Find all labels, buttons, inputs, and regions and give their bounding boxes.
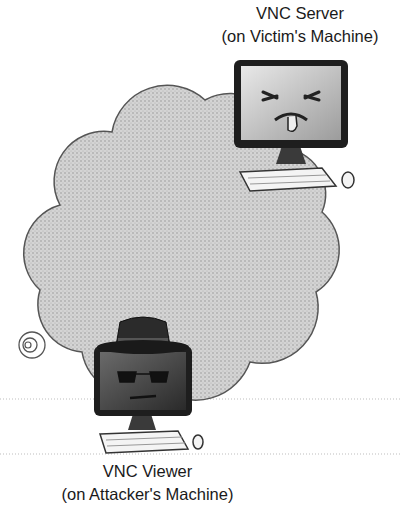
sick-eye [263, 92, 277, 100]
fedora-brim [97, 340, 189, 354]
machine-role: (on Victim's Machine) [222, 25, 379, 48]
sick-tongue [288, 116, 297, 131]
keyboard [240, 168, 336, 191]
monitor-bezel [234, 60, 348, 148]
monitor-stand [128, 414, 156, 430]
mouse [342, 172, 354, 188]
cloud-puff [23, 338, 37, 352]
sick-eye [305, 92, 319, 100]
machine-role: (on Attacker's Machine) [62, 483, 234, 506]
attacker-computer [94, 317, 203, 453]
computer-node: VNC Viewer(on Attacker's Machine) [40, 335, 255, 506]
scan-line [0, 454, 401, 455]
keyboard-row [107, 443, 185, 446]
attacker-mouth [130, 396, 156, 398]
monitor-screen [241, 66, 341, 140]
monitor-bezel [94, 346, 192, 416]
cloud-puff [25, 342, 31, 348]
keyboard-row [106, 437, 182, 440]
cloud-puff [19, 332, 45, 358]
machine-label: VNC Server [256, 2, 344, 25]
keyboard-row [248, 175, 326, 178]
mouse [193, 435, 203, 449]
computer-node: VNC Server(on Victim's Machine) [200, 2, 400, 197]
keyboard [100, 431, 188, 453]
sunglasses [118, 372, 168, 382]
victim-computer [234, 60, 354, 191]
machine-label: VNC Viewer [103, 460, 193, 483]
keyboard-row [250, 181, 330, 184]
monitor-stand [276, 146, 306, 164]
monitor-screen [100, 352, 186, 410]
